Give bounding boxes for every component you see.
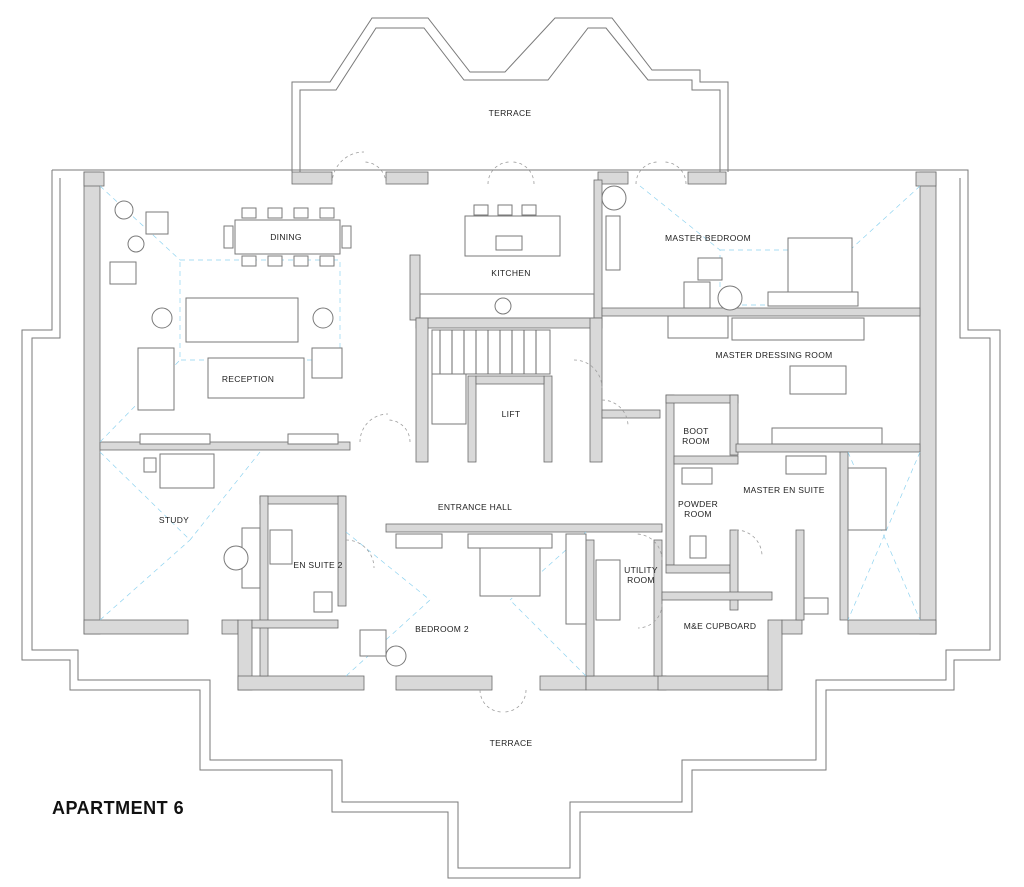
- reception-sofa: [185, 297, 299, 343]
- study-sofa: [159, 453, 215, 489]
- label-master-dressing-room: MASTER DRESSING ROOM: [716, 350, 833, 360]
- apartment-title: APARTMENT 6: [52, 798, 184, 818]
- interior-walls: [99, 179, 921, 677]
- doors: [331, 151, 763, 713]
- staircase: [431, 329, 551, 375]
- label-dining: DINING: [270, 232, 302, 242]
- bathtub: [847, 467, 887, 531]
- label-utility-room-1: UTILITY: [624, 565, 658, 575]
- label-lift: LIFT: [502, 409, 521, 419]
- label-boot-room-2: ROOM: [682, 436, 710, 446]
- label-terrace-north: TERRACE: [489, 108, 532, 118]
- label-entrance-hall: ENTRANCE HALL: [438, 502, 512, 512]
- label-master-en-suite: MASTER EN SUITE: [743, 485, 825, 495]
- label-terrace-south: TERRACE: [490, 738, 533, 748]
- label-reception: RECEPTION: [222, 374, 274, 384]
- label-study: STUDY: [159, 515, 189, 525]
- label-powder-room-2: ROOM: [684, 509, 712, 519]
- label-utility-room-2: ROOM: [627, 575, 655, 585]
- label-en-suite-2: EN SUITE 2: [293, 560, 342, 570]
- dining-table: [234, 219, 341, 255]
- label-powder-room-1: POWDER: [678, 499, 718, 509]
- label-bedroom-2: BEDROOM 2: [415, 624, 469, 634]
- label-boot-room-1: BOOT: [683, 426, 708, 436]
- furniture: [109, 185, 887, 667]
- label-master-bedroom: MASTER BEDROOM: [665, 233, 751, 243]
- perimeter-lines: [21, 169, 1001, 879]
- label-kitchen: KITCHEN: [491, 268, 530, 278]
- exterior-walls: [83, 171, 937, 691]
- room-labels: TERRACE DINING KITCHEN MASTER BEDROOM RE…: [159, 108, 833, 748]
- north-terrace-outline: [291, 17, 729, 172]
- label-me-cupboard: M&E CUPBOARD: [684, 621, 757, 631]
- ceiling-lines: [99, 185, 921, 677]
